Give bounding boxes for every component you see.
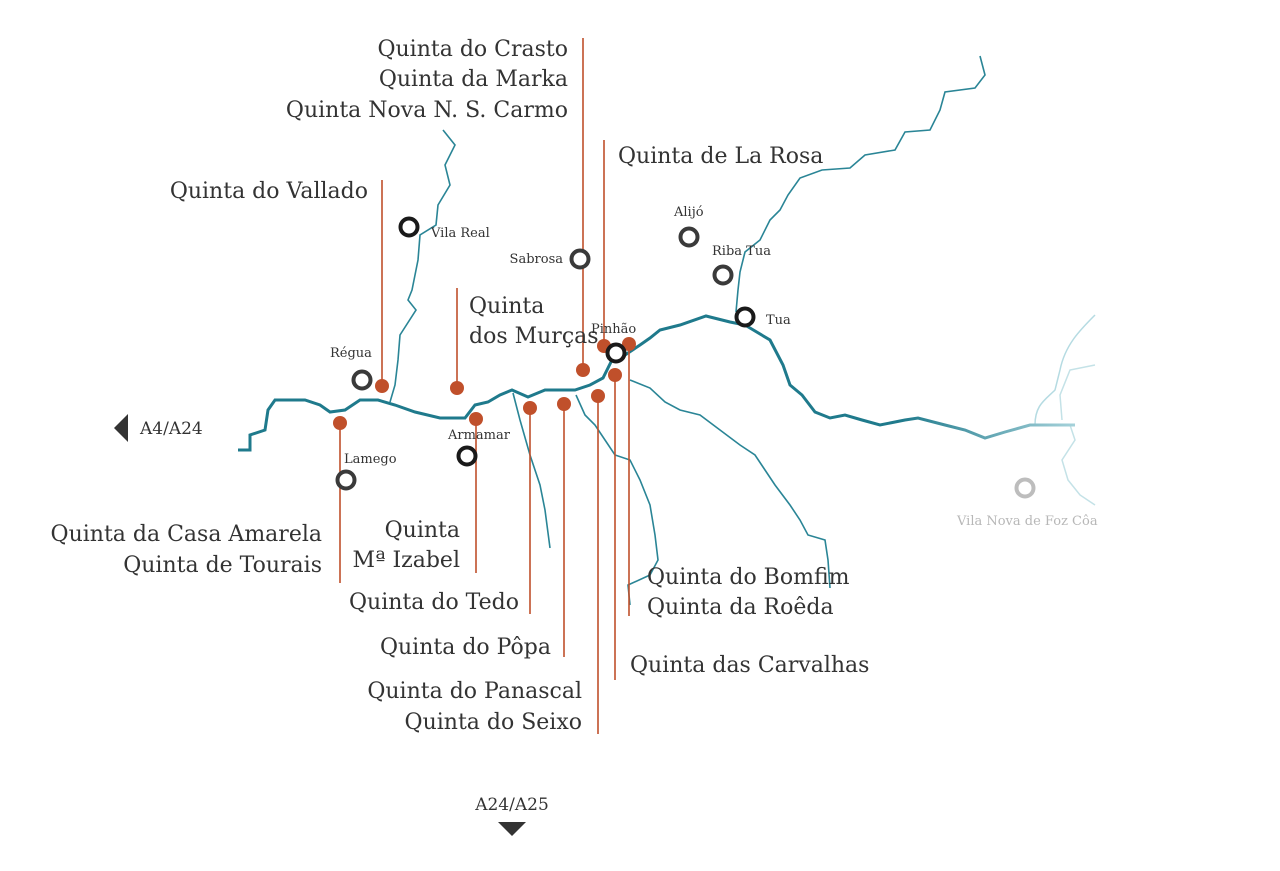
quinta-label-murcas-1: Quinta [469, 294, 544, 319]
quinta-label-tedo: Quinta do Tedo [349, 590, 519, 615]
river-corgo [389, 129, 456, 403]
quinta-label-seixo: Quinta do Seixo [405, 710, 582, 735]
town-ring-sabrosa[interactable] [569, 248, 591, 270]
town-label-vila-nova-foz-coa: Vila Nova de Foz Côa [956, 514, 1098, 529]
leader-lines [339, 38, 630, 734]
river-varosa [512, 392, 551, 549]
quinta-label-carvalhas: Quinta das Carvalhas [630, 653, 869, 678]
town-label-riba-tua: Riba Tua [712, 244, 771, 259]
marker-vallado[interactable] [375, 379, 389, 393]
town-label-regua: Régua [330, 346, 372, 361]
town-label-pinhao: Pinhão [591, 322, 636, 337]
river-tua [735, 55, 986, 313]
town-label-sabrosa: Sabrosa [510, 252, 564, 267]
arrow-left-icon[interactable] [114, 414, 128, 442]
town-ring-lamego[interactable] [335, 469, 357, 491]
faded-tributary [1059, 364, 1096, 421]
town-label-lamego: Lamego [344, 452, 397, 467]
town-ring-riba-tua[interactable] [712, 264, 734, 286]
marker-bomfim[interactable] [622, 337, 636, 351]
faded-tributary [1034, 314, 1096, 426]
quinta-label-la-rosa: Quinta de La Rosa [618, 144, 823, 169]
marker-carvalhas[interactable] [608, 368, 622, 382]
town-markers [335, 216, 1036, 499]
town-ring-vila-nova-foz-coa[interactable] [1014, 477, 1036, 499]
quinta-label-vallado: Quinta do Vallado [170, 179, 368, 204]
marker-panascal[interactable] [591, 389, 605, 403]
quinta-label-crasto: Quinta do Crasto [377, 37, 568, 62]
marker-tedo[interactable] [523, 401, 537, 415]
river-torto [629, 379, 831, 589]
marker-casa-amarela[interactable] [333, 416, 347, 430]
quinta-label-murcas-2: dos Murças [469, 324, 599, 349]
quinta-label-tourais: Quinta de Tourais [123, 553, 322, 578]
town-ring-armamar[interactable] [456, 445, 478, 467]
town-ring-alijo[interactable] [678, 226, 700, 248]
town-ring-vila-real[interactable] [398, 216, 420, 238]
arrow-down-icon[interactable] [498, 822, 526, 836]
quinta-label-marka: Quinta da Marka [379, 67, 568, 92]
river-tedo [575, 394, 659, 606]
quinta-label-izabel-1: Quinta [385, 518, 460, 543]
marker-popa[interactable] [557, 397, 571, 411]
town-ring-regua[interactable] [351, 369, 373, 391]
quinta-label-casa-amarela: Quinta da Casa Amarela [51, 522, 322, 547]
quinta-label-bomfim: Quinta do Bomfim [647, 565, 850, 590]
quinta-label-popa: Quinta do Pôpa [380, 635, 551, 660]
town-label-armamar: Armamar [447, 428, 511, 443]
marker-izabel[interactable] [469, 412, 483, 426]
marker-crasto[interactable] [576, 363, 590, 377]
town-label-alijo: Alijó [673, 205, 704, 220]
quinta-label-panascal: Quinta do Panascal [367, 679, 582, 704]
marker-murcas[interactable] [450, 381, 464, 395]
quinta-markers [333, 337, 636, 430]
road-label-west[interactable]: A4/A24 [139, 419, 203, 439]
town-ring-tua[interactable] [734, 306, 756, 328]
town-ring-pinhao[interactable] [605, 342, 627, 364]
town-label-tua: Tua [766, 313, 791, 328]
quinta-label-nova: Quinta Nova N. S. Carmo [286, 98, 568, 123]
road-label-south[interactable]: A24/A25 [474, 795, 549, 815]
quinta-label-izabel-2: Mª Izabel [352, 548, 460, 573]
quinta-label-roeda: Quinta da Roêda [647, 595, 834, 620]
faded-tributary [1061, 424, 1096, 506]
town-label-vila-real: Vila Real [430, 226, 490, 241]
